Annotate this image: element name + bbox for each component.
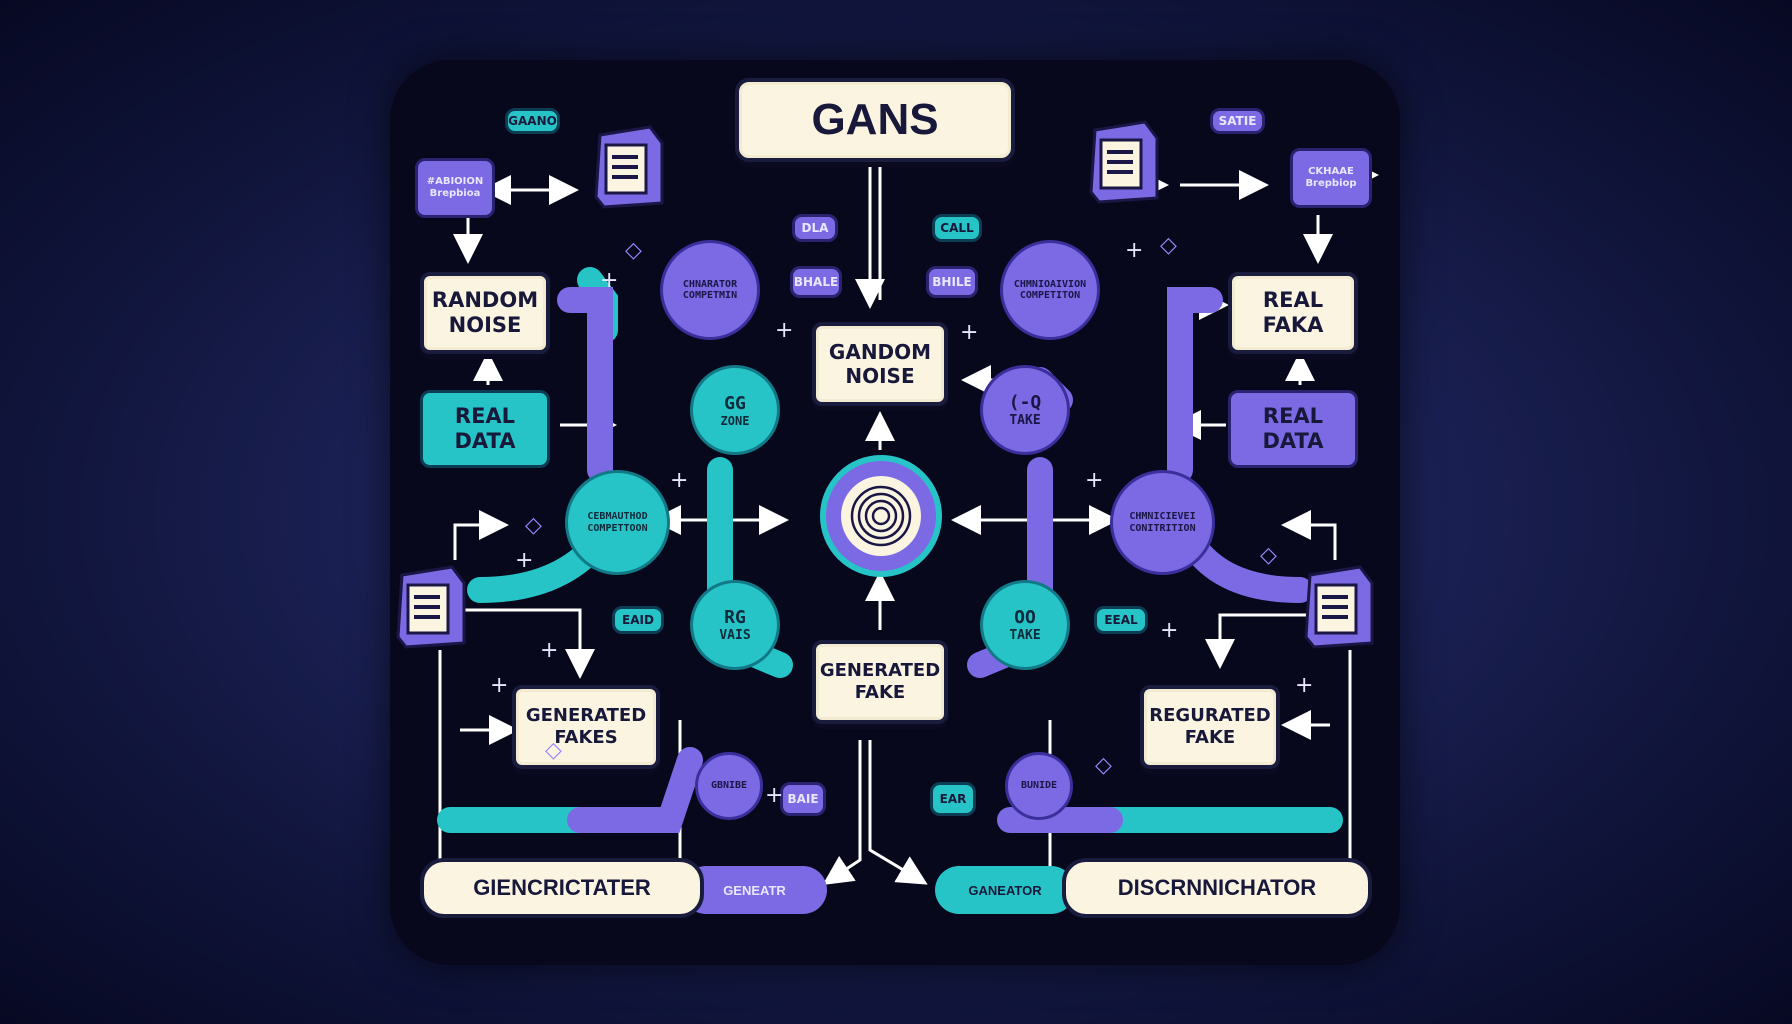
tag-eaid: EAID [612,606,664,634]
circle-mid-right: CHMNICIEVEI CONITRITION [1110,470,1215,575]
sparkle-icon: + [490,673,509,698]
sparkle-icon: ◇ [525,513,542,538]
take-top-face: (-Q [1008,392,1042,413]
circle-top-right: CHMNIOAIVION COMPETITON [1000,240,1100,340]
vais-node: RG VAIS [690,580,780,670]
sparkle-icon: + [1085,468,1104,493]
discriminator-label-pill: DISCRNNICHATOR [1062,858,1372,918]
document-icon [1304,565,1374,649]
tag-bhale: BHALE [790,266,842,298]
generator-sub-pill: GENEATR [682,866,827,914]
bubble-left: GBNIBE [695,752,763,820]
random-noise-box: RANDOM NOISE [420,272,550,354]
real-data-box-left: REAL DATA [420,390,550,468]
document-icon [594,125,664,209]
sparkle-icon: + [600,268,619,293]
sparkle-icon: ◇ [625,238,642,263]
sparkle-icon: + [960,320,979,345]
sparkle-icon: + [1295,673,1314,698]
tag-call: CALL [932,214,982,242]
tag-gaano: GAANO [505,108,560,134]
take-bottom-label: TAKE [1009,628,1041,643]
zone-node: GG ZONE [690,365,780,455]
take-top-node: (-Q TAKE [980,365,1070,455]
tag-satie: SATIE [1210,108,1265,134]
regurated-fake-box: REGURATED FAKE [1140,685,1280,769]
vais-label: VAIS [719,628,751,643]
generated-fakes-box: GENERATED FAKES [512,685,660,769]
sparkle-icon: ◇ [1160,233,1177,258]
sparkle-icon: + [515,548,534,573]
circle-mid-left: CEBMAUTHOD COMPETTOON [565,470,670,575]
title-box: GANS [735,78,1015,162]
tag-eeal: EEAL [1094,606,1148,634]
tag-ear: EAR [930,782,976,816]
side-label-left: #ABIOION Brepbioa [415,158,495,218]
tag-bhile: BHILE [926,266,978,298]
sparkle-icon: + [775,318,794,343]
take-top-label: TAKE [1009,413,1041,428]
tag-baie: BAIE [780,782,826,816]
sparkle-icon: ◇ [545,738,562,763]
real-data-box-right: REAL DATA [1228,390,1358,468]
bubble-right: BUNIDE [1005,752,1073,820]
real-faka-box: REAL FAKA [1228,272,1358,354]
discriminator-sub-pill: GANEATOR [935,866,1075,914]
vais-face: RG [724,607,746,628]
sparkle-icon: + [1125,238,1144,263]
generated-fake-box: GENERATED FAKE [812,640,948,724]
take-bottom-node: OO TAKE [980,580,1070,670]
sparkle-icon: + [1160,618,1179,643]
sparkle-icon: ◇ [1095,753,1112,778]
sparkle-icon: + [670,468,689,493]
document-icon [396,565,466,649]
fingerprint-icon [841,476,921,556]
sparkle-icon: + [765,783,784,808]
generator-label-pill: GIENCRICTATER [420,858,704,918]
take-bottom-face: OO [1014,607,1036,628]
side-label-right: CKHAAE Brepbiop [1290,148,1372,208]
core-node [820,455,942,577]
gandom-noise-box: GANDOM NOISE [812,322,948,406]
zone-face: GG [724,392,746,414]
document-icon [1089,120,1159,204]
sparkle-icon: ◇ [1260,543,1277,568]
zone-label: ZONE [720,413,750,428]
circle-top-left: CHNARATOR COMPETMIN [660,240,760,340]
tag-dla: DLA [792,214,838,242]
sparkle-icon: + [540,638,559,663]
